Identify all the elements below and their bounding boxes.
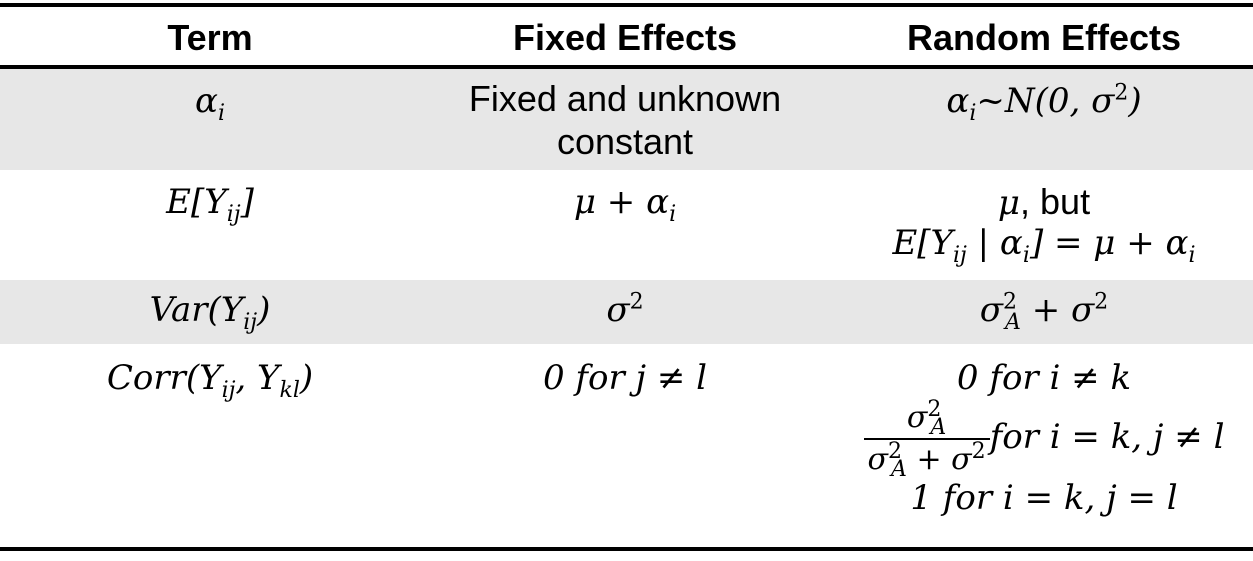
header-fixed-effects: Fixed Effects: [512, 17, 738, 58]
term-cell: E[Yij]: [166, 182, 254, 227]
term-cell: Var(Yij): [149, 290, 271, 335]
table-row-alpha: αi Fixed and unknown constant αi~N(0, σ2…: [0, 69, 1253, 170]
top-rule: [0, 3, 1253, 7]
bottom-rule: [0, 547, 1253, 551]
header-term: Term: [167, 17, 253, 58]
term-cell: Corr(Yij, Ykl): [106, 358, 314, 403]
random-cell: 0 for i ≠ k σ2A σ2A + σ2 for i = k, j ≠ …: [835, 344, 1253, 561]
fixed-cell: Fixed and unknown constant: [468, 78, 782, 162]
random-cell: σ2A + σ2: [979, 289, 1109, 335]
random-cell: αi~N(0, σ2): [946, 80, 1142, 126]
table-row-variance: Var(Yij) σ2 σ2A + σ2: [0, 280, 1253, 344]
header-rule: [0, 65, 1253, 69]
fixed-cell: σ2: [606, 289, 644, 330]
table-row-correlation: Corr(Yij, Ykl) 0 for j ≠ l 0 for i ≠ k σ…: [0, 344, 1253, 547]
term-cell: αi: [194, 81, 225, 126]
random-cell: μ, but E[Yij | αi] = μ + αi: [892, 181, 1196, 268]
table-row-expectation: E[Yij] μ + αi μ, but E[Yij | αi] = μ + α…: [0, 170, 1253, 280]
header-random-effects: Random Effects: [906, 17, 1182, 58]
fixed-cell: μ + αi: [573, 182, 677, 227]
correlation-fraction: σ2A σ2A + σ2: [863, 399, 990, 481]
fixed-cell: 0 for j ≠ l: [542, 358, 708, 398]
